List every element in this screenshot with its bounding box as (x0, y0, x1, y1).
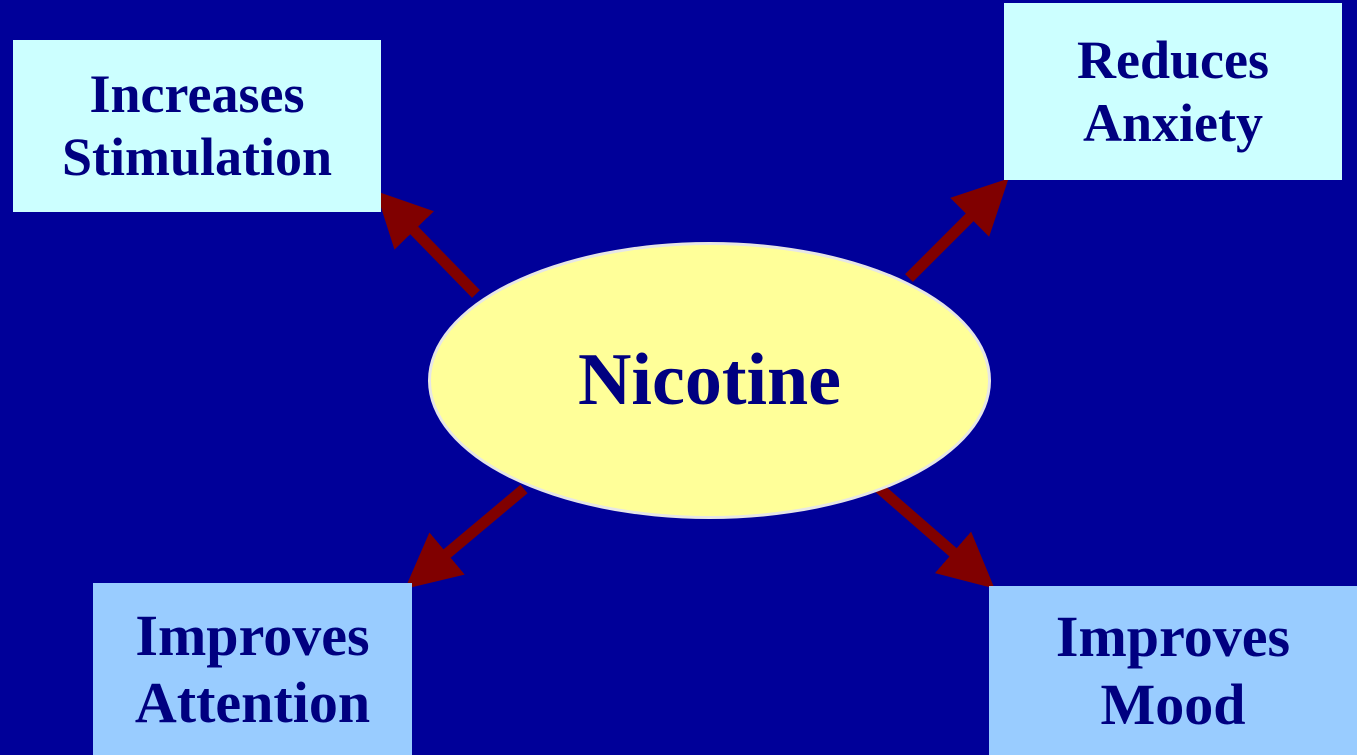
effect-box-mood: Improves Mood (989, 586, 1357, 755)
effect-attention-line-1: Improves (135, 602, 370, 668)
effect-anxiety-line-1: Reduces (1077, 29, 1269, 90)
effect-stimulation-line-1: Increases (89, 64, 305, 125)
effect-stimulation-line-2: Stimulation (61, 127, 333, 187)
arrow-to-stimulation (375, 191, 480, 298)
arrow-to-anxiety (905, 178, 1009, 282)
center-label: Nicotine (577, 339, 842, 421)
arrow-to-attention (404, 484, 528, 589)
effect-box-stimulation: Increases Stimulation (13, 40, 381, 212)
effect-anxiety-line-2: Anxiety (1083, 92, 1263, 153)
effect-attention-line-2: Attention (134, 670, 371, 735)
effect-mood-line-1: Improves (1055, 604, 1291, 670)
arrow-to-mood (874, 482, 995, 589)
effect-mood-line-2: Mood (1100, 671, 1246, 737)
effect-box-attention: Improves Attention (93, 583, 412, 755)
effect-box-anxiety: Reduces Anxiety (1004, 3, 1342, 180)
center-node-nicotine: Nicotine (428, 242, 991, 519)
